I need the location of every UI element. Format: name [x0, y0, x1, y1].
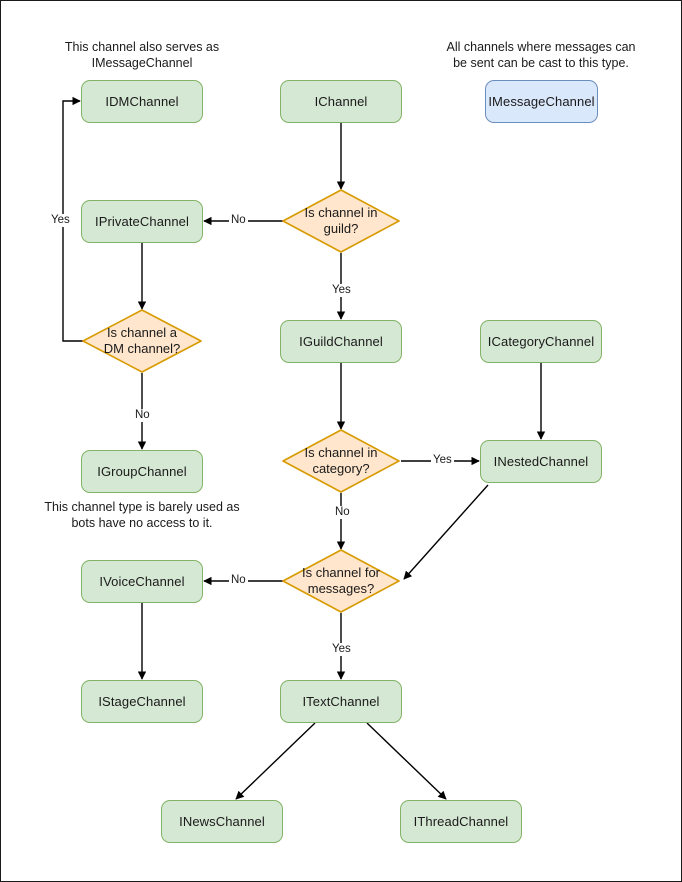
- note-dm-channel: This channel also serves as IMessageChan…: [64, 40, 220, 70]
- decision-label: Is channel for messages?: [301, 565, 381, 596]
- diamond-shape: [282, 189, 400, 253]
- node-istagechannel[interactable]: IStageChannel: [81, 680, 203, 723]
- edge-label-dm-yes: Yes: [49, 214, 72, 227]
- edge-label-guild-no: No: [229, 214, 248, 227]
- node-icategorychannel[interactable]: ICategoryChannel: [480, 320, 602, 363]
- edge-label-category-yes: Yes: [431, 454, 454, 467]
- edge-label-category-no: No: [333, 506, 352, 519]
- node-itextchannel[interactable]: ITextChannel: [280, 680, 402, 723]
- edge-label-messages-no: No: [229, 574, 248, 587]
- decision-is-channel-in-guild[interactable]: Is channel in guild?: [282, 189, 400, 253]
- edge-itextchannel-to-inewschannel: [235, 722, 316, 800]
- diamond-shape: [282, 429, 400, 493]
- node-ichannel[interactable]: IChannel: [280, 80, 402, 123]
- note-message-channel: All channels where messages can be sent …: [446, 40, 636, 70]
- decision-is-channel-in-category[interactable]: Is channel in category?: [282, 429, 400, 493]
- node-ivoicechannel[interactable]: IVoiceChannel: [81, 560, 203, 603]
- edge-itextchannel-to-ithreadchannel: [366, 722, 447, 800]
- node-ithreadchannel[interactable]: IThreadChannel: [400, 800, 522, 843]
- node-inewschannel[interactable]: INewsChannel: [161, 800, 283, 843]
- edge-inestedchannel-to-messages-decision: [403, 484, 489, 580]
- decision-is-channel-dm[interactable]: Is channel a DM channel?: [82, 309, 202, 373]
- node-idmchannel[interactable]: IDMChannel: [81, 80, 203, 123]
- decision-label: Is channel a DM channel?: [103, 325, 181, 356]
- edge-label-dm-no: No: [133, 409, 152, 422]
- node-imessagechannel[interactable]: IMessageChannel: [485, 80, 598, 123]
- node-inestedchannel[interactable]: INestedChannel: [480, 440, 602, 483]
- decision-is-channel-for-messages[interactable]: Is channel for messages?: [282, 549, 400, 613]
- decision-label: Is channel in category?: [304, 445, 378, 476]
- diamond-shape: [282, 549, 400, 613]
- diamond-shape: [82, 309, 202, 373]
- node-igroupchannel[interactable]: IGroupChannel: [81, 450, 203, 493]
- decision-label: Is channel in guild?: [304, 205, 378, 236]
- note-group-channel: This channel type is barely used as bots…: [44, 500, 240, 530]
- node-iprivatechannel[interactable]: IPrivateChannel: [81, 200, 203, 243]
- node-iguildchannel[interactable]: IGuildChannel: [280, 320, 402, 363]
- edge-label-guild-yes: Yes: [330, 284, 353, 297]
- edge-label-messages-yes: Yes: [330, 643, 353, 656]
